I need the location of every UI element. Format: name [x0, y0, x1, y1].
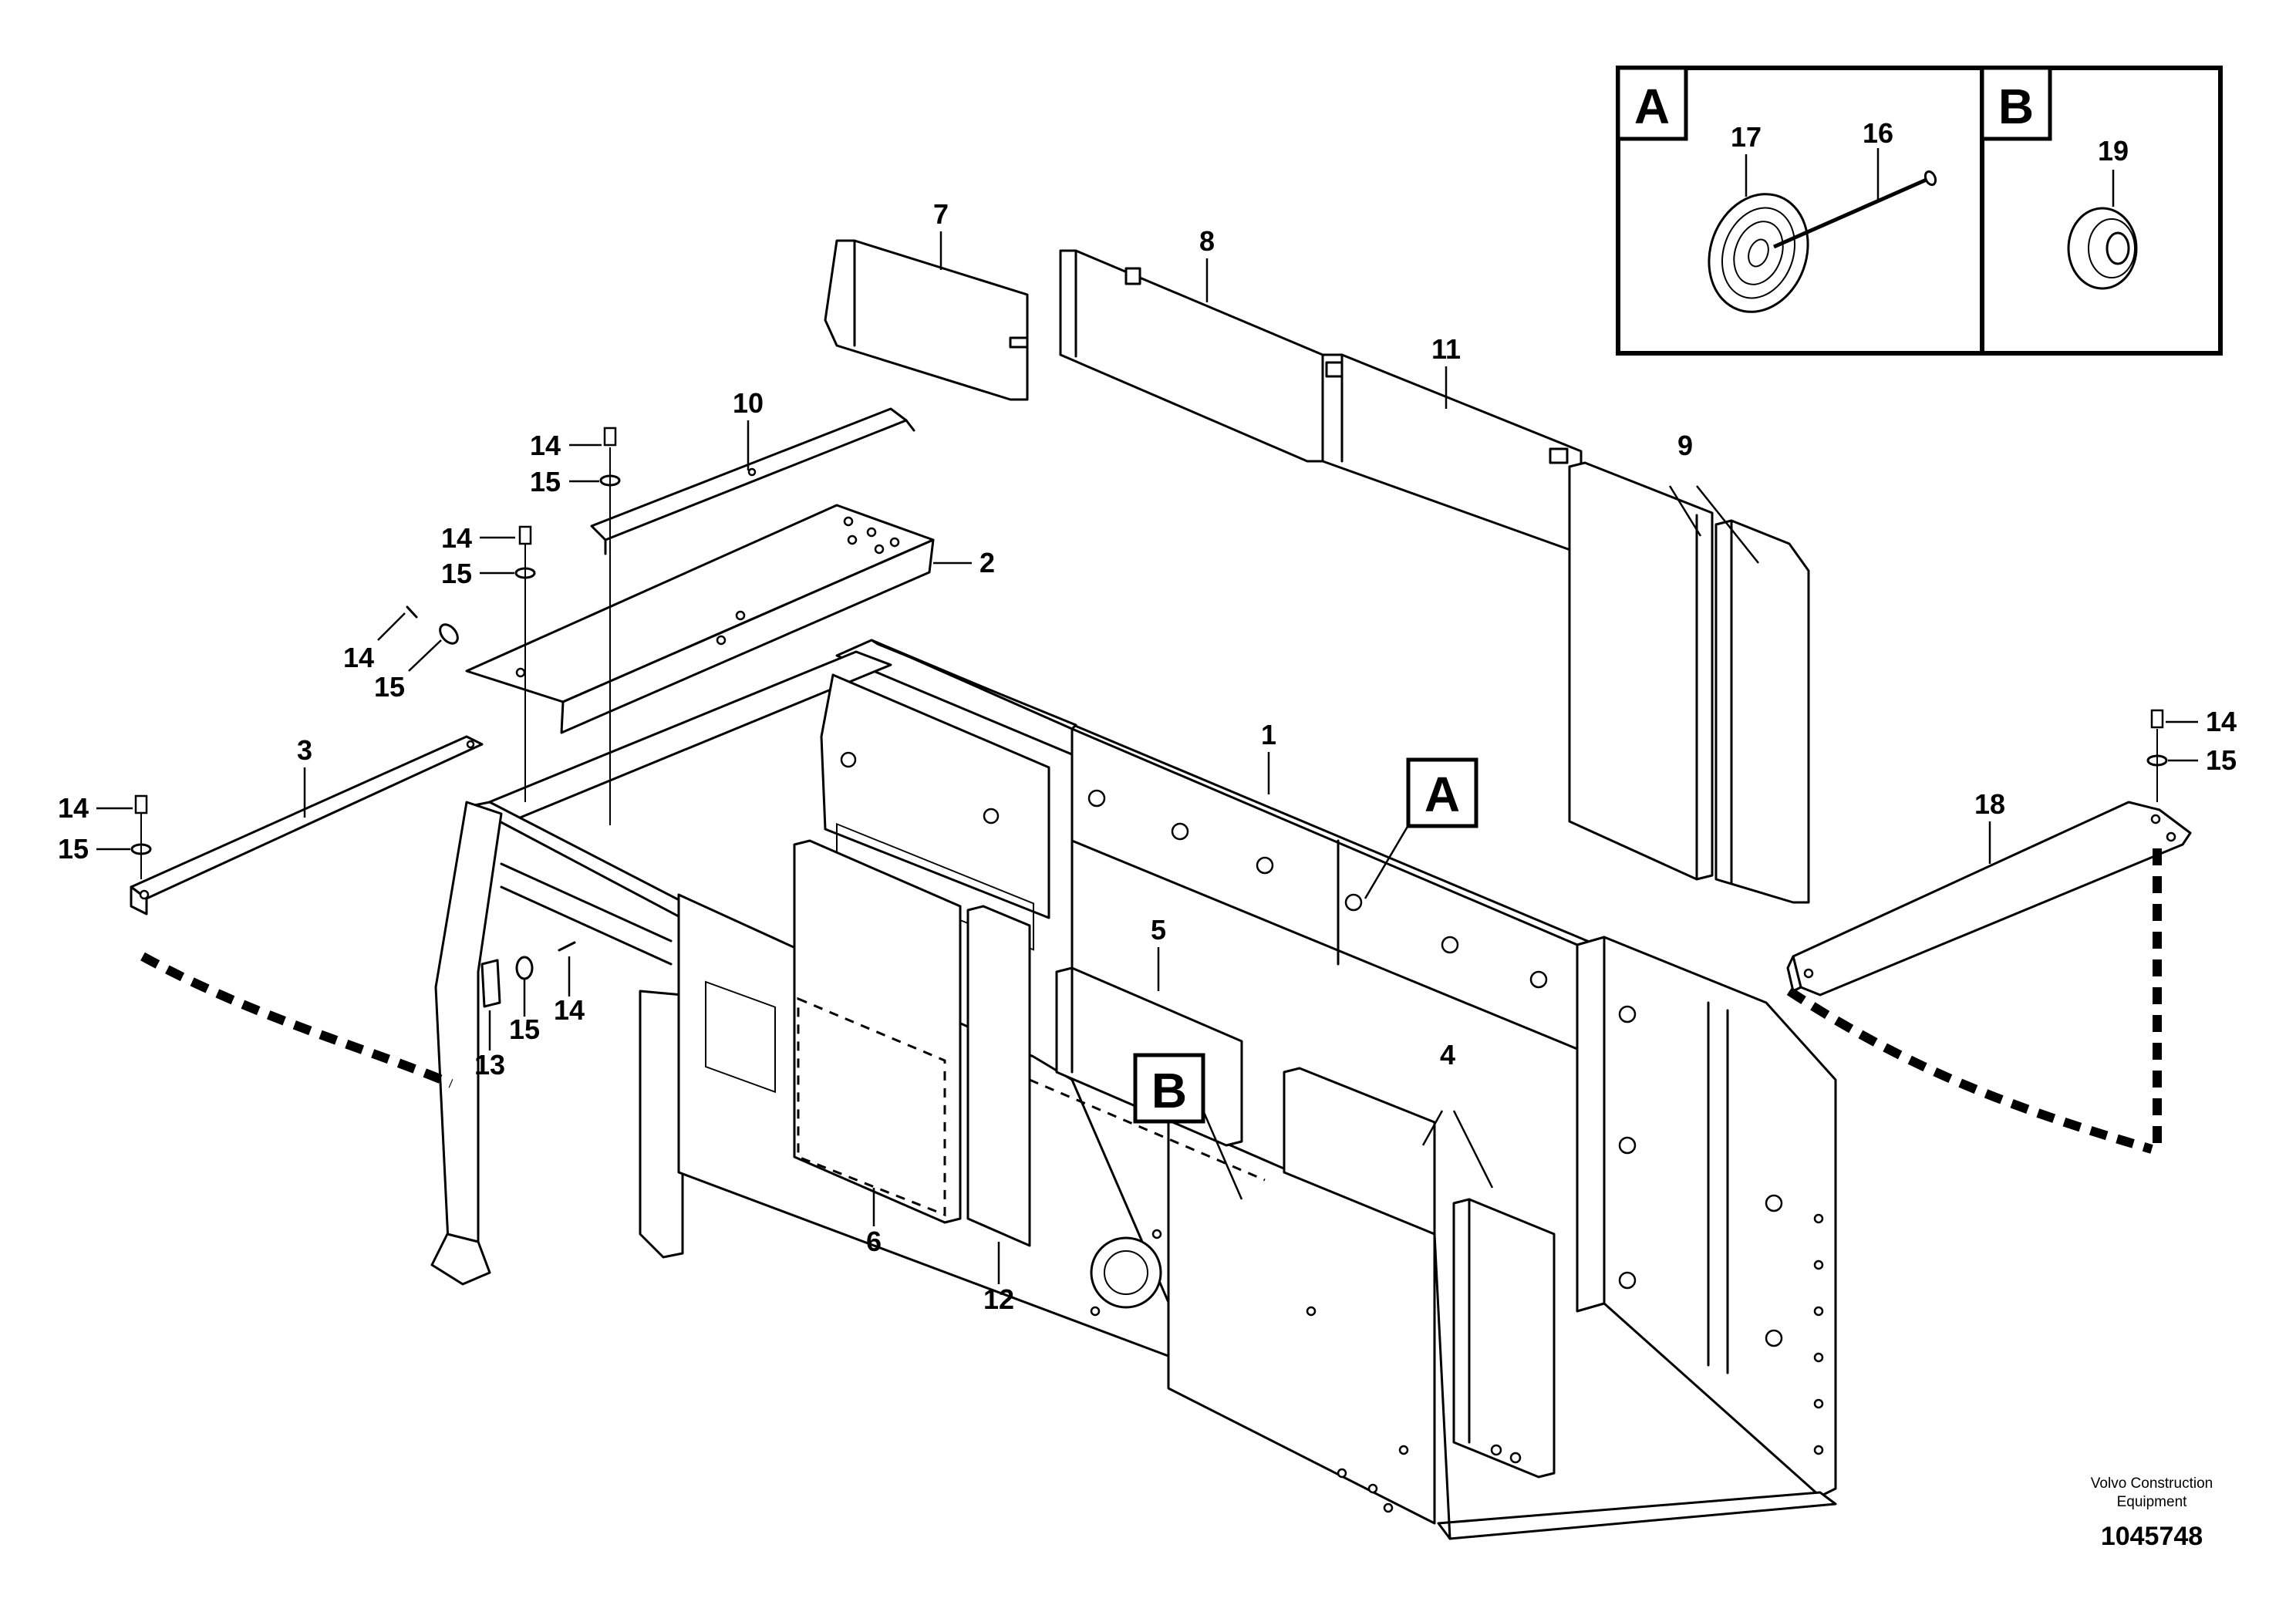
callout-15-left: 15	[58, 833, 89, 865]
callout-marker-b: B	[1133, 1053, 1243, 1200]
rail-part-10	[590, 407, 915, 555]
callout-labels: 7 8 11 9 10 2 1 3 18 5 4 6 12 13 15 14 1…	[58, 198, 2237, 1315]
alignment-line-right	[1786, 986, 2153, 1154]
callout-8: 8	[1199, 225, 1215, 257]
brand-line-1: Volvo Construction	[2091, 1475, 2213, 1492]
insulation-panel-part-12	[966, 905, 1266, 1247]
callout-17: 17	[1731, 121, 1762, 153]
callout-1: 1	[1261, 719, 1276, 750]
callout-11: 11	[1431, 333, 1461, 365]
callout-15-mid: 15	[441, 558, 472, 589]
grommet-part-19	[2067, 207, 2138, 290]
insulation-panel-part-11	[1321, 353, 1583, 555]
detail-label-b: B	[1998, 79, 2034, 134]
insulation-panel-part-8	[1059, 249, 1324, 463]
callout-15-right: 15	[2206, 744, 2237, 776]
callout-14: 14	[554, 994, 585, 1026]
bracket-part-3	[130, 735, 484, 916]
marker-label-a: A	[1424, 767, 1460, 822]
callout-16: 16	[1863, 117, 1893, 149]
callout-4: 4	[1440, 1039, 1455, 1071]
callout-14-angled: 14	[343, 642, 374, 673]
detail-label-a: A	[1634, 79, 1670, 134]
insulation-panel-part-6	[793, 839, 962, 1224]
callout-15: 15	[509, 1013, 540, 1045]
marker-label-b: B	[1151, 1063, 1187, 1118]
callout-15-top: 15	[530, 466, 561, 497]
footer: Volvo Construction Equipment 1045748	[2091, 1475, 2213, 1551]
brand-line-2: Equipment	[2117, 1494, 2188, 1510]
callout-10: 10	[733, 387, 764, 419]
bracket-part-2	[465, 504, 935, 734]
callout-2: 2	[979, 547, 995, 578]
pin-part-16	[1772, 170, 1937, 249]
fastener-group	[130, 427, 2168, 1008]
callout-12: 12	[983, 1283, 1014, 1315]
insulation-panel-part-7	[824, 239, 1029, 401]
callout-13: 13	[474, 1049, 505, 1081]
callout-15-angled: 15	[374, 671, 405, 703]
callout-14-right: 14	[2206, 706, 2237, 737]
callout-marker-a: A	[1364, 757, 1478, 899]
callout-5: 5	[1151, 914, 1166, 946]
detail-inset: A B 17 16 19	[1616, 66, 2223, 356]
insulation-panel-part-4	[1283, 1067, 1556, 1479]
grommet-part-17	[1708, 193, 1809, 313]
callout-6: 6	[866, 1226, 882, 1257]
callout-19: 19	[2098, 135, 2129, 167]
callout-7: 7	[933, 198, 949, 230]
callout-14-left: 14	[58, 792, 89, 824]
callout-14-top: 14	[530, 430, 561, 461]
callout-14-mid: 14	[441, 522, 472, 554]
insulation-panel-part-9	[1568, 461, 1810, 904]
alignment-line-left	[140, 952, 453, 1088]
callout-3: 3	[297, 734, 312, 766]
callout-18: 18	[1974, 788, 2005, 820]
callout-9: 9	[1677, 430, 1693, 461]
document-number: 1045748	[2101, 1522, 2203, 1551]
